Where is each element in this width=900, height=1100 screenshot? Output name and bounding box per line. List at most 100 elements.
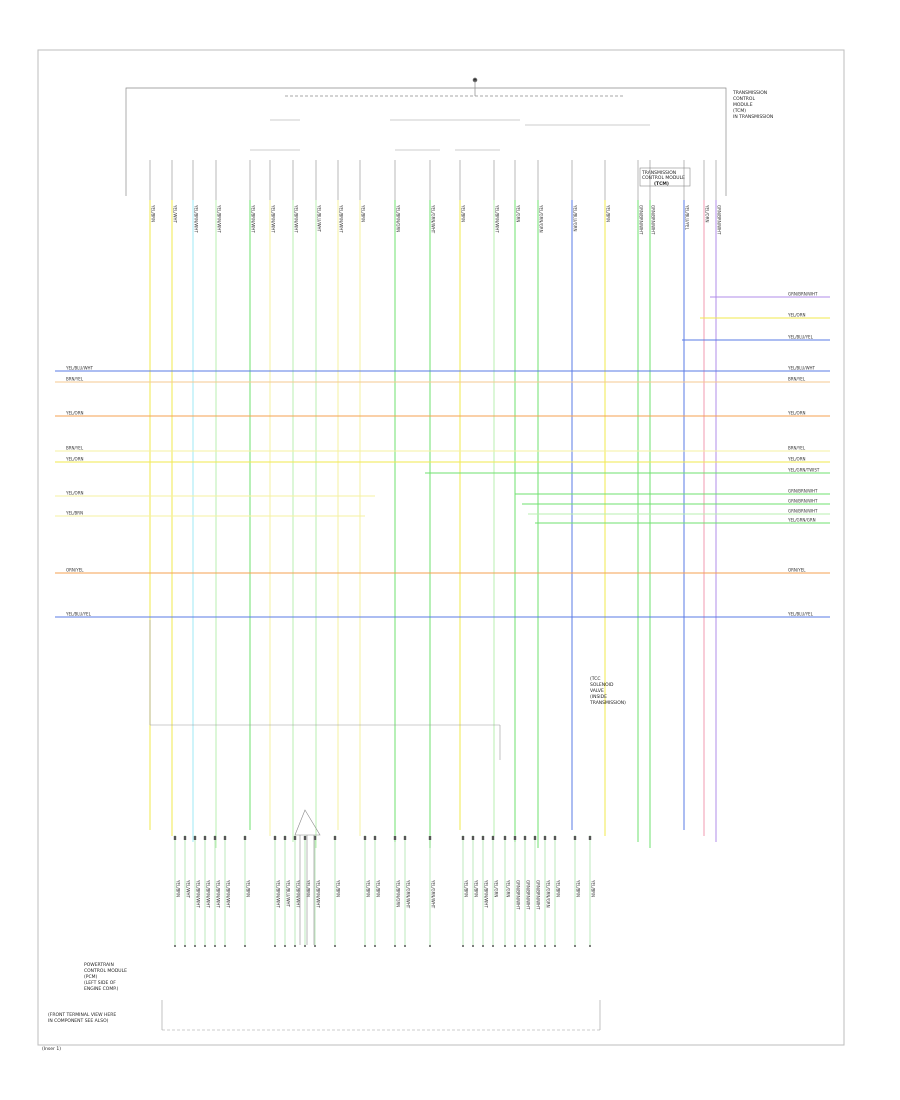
right-bus-label: YEL/BLU/YEL — [787, 335, 814, 340]
tcc-note-5: TRANSMISSION) — [589, 700, 626, 706]
pin-mark — [273, 836, 277, 840]
top-right-note: TRANSMISSION CONTROL MODULE (TCM) IN TRA… — [732, 90, 773, 120]
top-wire-label: YEL/BLU/GRN — [573, 204, 578, 231]
pin-mark — [523, 836, 527, 840]
pin-label: YEL/BRN — [246, 879, 251, 897]
pin-terminal — [314, 945, 316, 947]
pin-mark — [573, 836, 577, 840]
note-line-1: TRANSMISSION — [732, 90, 767, 96]
pin-terminal — [574, 945, 576, 947]
pcm-label-4: (LEFT SIDE OF — [84, 980, 116, 986]
pin-label: YEL/BRN/WHT — [316, 879, 321, 908]
pin-mark — [293, 836, 297, 840]
pin-label: GRN/BRN/WHT — [536, 880, 541, 910]
tcm-box-sub: (TCM) — [654, 181, 669, 187]
right-bus-label: GRN/BRN/WHT — [788, 489, 818, 494]
pin-label: YEL/BRN/WHT — [276, 879, 281, 908]
top-wire-label: YEL/GRN/WHT — [431, 204, 436, 234]
pin-label: YEL/BRN — [556, 879, 561, 897]
pin-terminal — [224, 945, 226, 947]
bottom-note: (FRONT TERMINAL VIEW HERE IN COMPONENT S… — [48, 1012, 116, 1024]
pin-terminal — [304, 945, 306, 947]
top-wire-label: YEL/BRN/WHT — [294, 204, 299, 233]
pin-mark — [333, 836, 337, 840]
pin-label: YEL/BRN — [576, 879, 581, 897]
bus-label-left: YEL/BRN — [65, 511, 83, 516]
pin-label: YEL/GRN/WHT — [431, 879, 436, 909]
pin-mark — [471, 836, 475, 840]
bus-label-right: BRN/YEL — [788, 377, 806, 382]
top-wire-label: YEL/BRN/WHT — [271, 204, 276, 233]
pin-mark — [173, 836, 177, 840]
bottom-note-2: IN COMPONENT SEE ALSO) — [48, 1018, 109, 1024]
module-frame — [125, 77, 727, 196]
top-wire-label: YEL/BRN/WHT — [194, 204, 199, 233]
pin-mark — [461, 836, 465, 840]
bus-label-left: BRN/YEL — [66, 377, 84, 382]
pin-mark — [393, 836, 397, 840]
top-wire-label: YEL/BRN — [461, 204, 466, 222]
pin-label: YEL/GRN/GRN — [546, 879, 551, 908]
pin-mark — [403, 836, 407, 840]
bus-label-left: YEL/ORN — [65, 457, 83, 462]
pin-mark — [283, 836, 287, 840]
pin-mark — [543, 836, 547, 840]
top-wire-label: YEL/GRN/GRN — [539, 204, 544, 233]
pin-label: YEL/BRN — [306, 879, 311, 897]
pin-label: YEL/BRN — [474, 879, 479, 897]
tcm-box-label-2: CONTROL MODULE — [642, 175, 685, 181]
bus-label-right: ORN/YEL — [788, 568, 806, 573]
top-wire-label: YEL/BRN — [361, 204, 366, 222]
pin-terminal — [204, 945, 206, 947]
pin-terminal — [492, 945, 494, 947]
bus-label-left: YEL/BLU/YEL — [65, 612, 92, 617]
note-line-2: CONTROL — [733, 96, 755, 102]
pin-terminal — [534, 945, 536, 947]
lower-connector — [149, 620, 601, 1031]
bus-label-left: YEL/ORN — [65, 491, 83, 496]
top-wire-label: GRN/BRN/WHT — [717, 205, 722, 235]
sheet-ref: (Inser 1) — [42, 1046, 61, 1052]
top-wire-label: YEL/BRN/WHT — [251, 204, 256, 233]
top-wire-label: YEL/BLU/WHT — [317, 204, 322, 233]
pin-terminal — [394, 945, 396, 947]
pin-label: YEL/BRN/WHT — [206, 879, 211, 908]
top-wire-label: GRN/BRN/WHT — [639, 205, 644, 235]
pin-label: YEL/BRN/WHT — [226, 879, 231, 908]
pin-mark — [193, 836, 197, 840]
pin-mark — [428, 836, 432, 840]
pin-mark — [183, 836, 187, 840]
pin-terminal — [374, 945, 376, 947]
pin-mark — [481, 836, 485, 840]
module-contacts — [250, 119, 650, 151]
pin-mark — [363, 836, 367, 840]
pin-terminal — [589, 945, 591, 947]
right-bus-label: YEL/GRN/TWIST — [787, 468, 820, 473]
tcm-box-label-1: TRANSMISSION — [641, 170, 676, 176]
pin-mark — [513, 836, 517, 840]
pin-label: YEL/GRN — [506, 879, 511, 897]
tcm-box: TRANSMISSION CONTROL MODULE (TCM) — [639, 167, 691, 187]
pin-mark — [503, 836, 507, 840]
right-bus-label: GRN/BRN/WHT — [788, 499, 818, 504]
top-wire-label: YEL/BRN/GRN — [396, 204, 401, 232]
pcm-label-5: ENGINE COMP.) — [84, 986, 119, 992]
top-wire-label: YEL/BRN/WHT — [217, 204, 222, 233]
pin-terminal — [554, 945, 556, 947]
pin-mark — [203, 836, 207, 840]
pin-terminal — [482, 945, 484, 947]
pin-label: YEL/BRN/WHT — [484, 879, 489, 908]
pin-mark — [533, 836, 537, 840]
bus-label-left: BRN/YEL — [66, 446, 84, 451]
top-wire-label: GRN/BRN/WHT — [651, 205, 656, 235]
pin-label: YEL/BRN/WHT — [196, 879, 201, 908]
bus-label-right: YEL/BLU/YEL — [787, 612, 814, 617]
pin-terminal — [544, 945, 546, 947]
pcm-label-2: CONTROL MODULE — [84, 968, 127, 974]
sheet-border — [37, 49, 845, 1046]
pin-terminal — [429, 945, 431, 947]
tcc-note-4: (INSIDE — [590, 694, 607, 700]
